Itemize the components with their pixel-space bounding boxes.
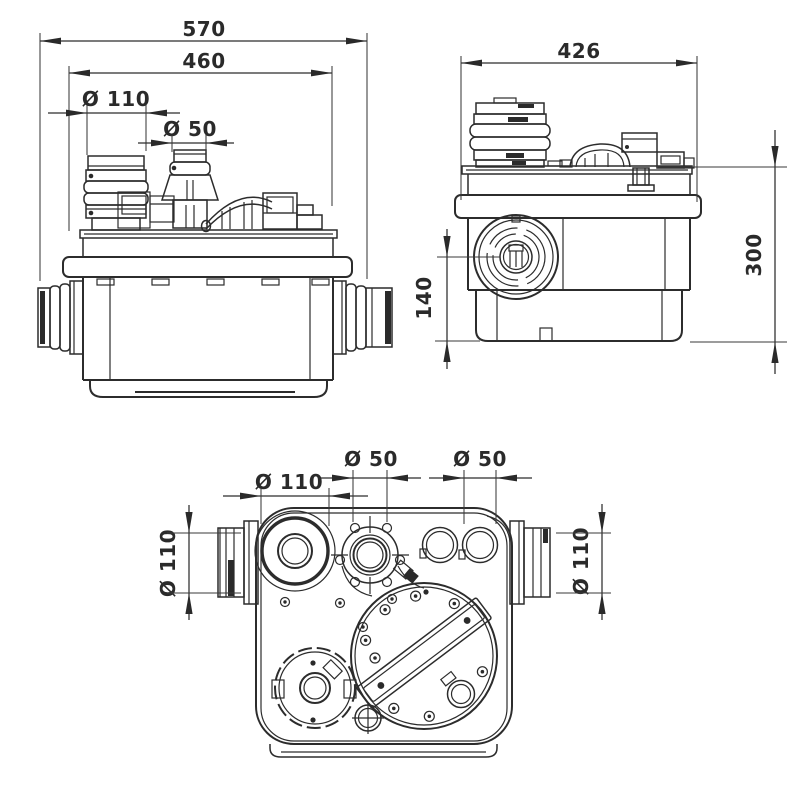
front-left-socket: [37, 280, 84, 355]
bottom-right-socket: [486, 515, 551, 605]
dim-label-left-socket: Ø 110: [156, 529, 180, 597]
dim-label-300: 300: [742, 233, 766, 276]
bottom-view: Ø 110 Ø 50 Ø 50 Ø 110: [156, 447, 611, 758]
dimension-bottom-right-socket-dia: Ø 110: [556, 504, 611, 620]
bottom-inlet-circle: [254, 510, 336, 592]
dim-label-front-inlet: Ø 110: [82, 87, 150, 111]
side-discharge-assembly: [559, 132, 695, 192]
bottom-pump-cover: [271, 647, 357, 729]
dimension-height-300: 300: [658, 130, 787, 374]
dimension-front-inlet-dia: Ø 110: [48, 87, 180, 155]
dimension-depth-426: 426: [460, 39, 698, 202]
bottom-body: [255, 507, 513, 758]
dim-label-460: 460: [182, 49, 225, 73]
front-vent-connector: [149, 149, 220, 229]
dimension-bottom-left-socket-dia: Ø 110: [156, 505, 241, 620]
bottom-screw: [352, 702, 384, 734]
dimension-bottom-inlet-dia: Ø 110: [223, 470, 368, 526]
dim-label-bottom-inlet: Ø 110: [255, 470, 323, 494]
bottom-discharge-circles: [419, 526, 499, 564]
dimension-overall-width-570: 570: [39, 17, 368, 281]
front-view: 570 460 Ø 110 Ø 50: [37, 17, 393, 398]
dimension-front-vent-dia: Ø 50: [138, 117, 234, 152]
bottom-motor-plate: [350, 582, 498, 730]
dimension-bottom-discharge-dia: Ø 50: [429, 447, 532, 524]
dim-label-570: 570: [182, 17, 225, 41]
side-view: 426 300 140: [412, 39, 787, 374]
bottom-deck-bolts: [279, 589, 429, 633]
dim-label-140: 140: [412, 276, 436, 319]
dimension-inlet-height-140: 140: [412, 229, 500, 369]
front-inlet-connector: [83, 155, 151, 231]
dimension-bottom-vent-dia: Ø 50: [318, 447, 421, 522]
dim-label-front-vent: Ø 50: [163, 117, 217, 141]
side-inlet-stack: [469, 97, 551, 168]
bottom-vent-flange: [331, 516, 425, 597]
dim-label-bottom-vent: Ø 50: [344, 447, 398, 471]
dim-label-right-socket: Ø 110: [569, 527, 593, 595]
bottom-left-socket: [217, 520, 259, 605]
front-tank-body: [62, 229, 353, 398]
side-body: [454, 160, 702, 342]
front-right-socket: [332, 280, 393, 355]
dim-label-426: 426: [557, 39, 600, 63]
dim-label-bottom-discharge: Ø 50: [453, 447, 507, 471]
dimension-tank-width-460: 460: [68, 49, 333, 231]
motor-plate-bolts: [360, 590, 488, 722]
front-discharge-assembly: [200, 192, 323, 233]
